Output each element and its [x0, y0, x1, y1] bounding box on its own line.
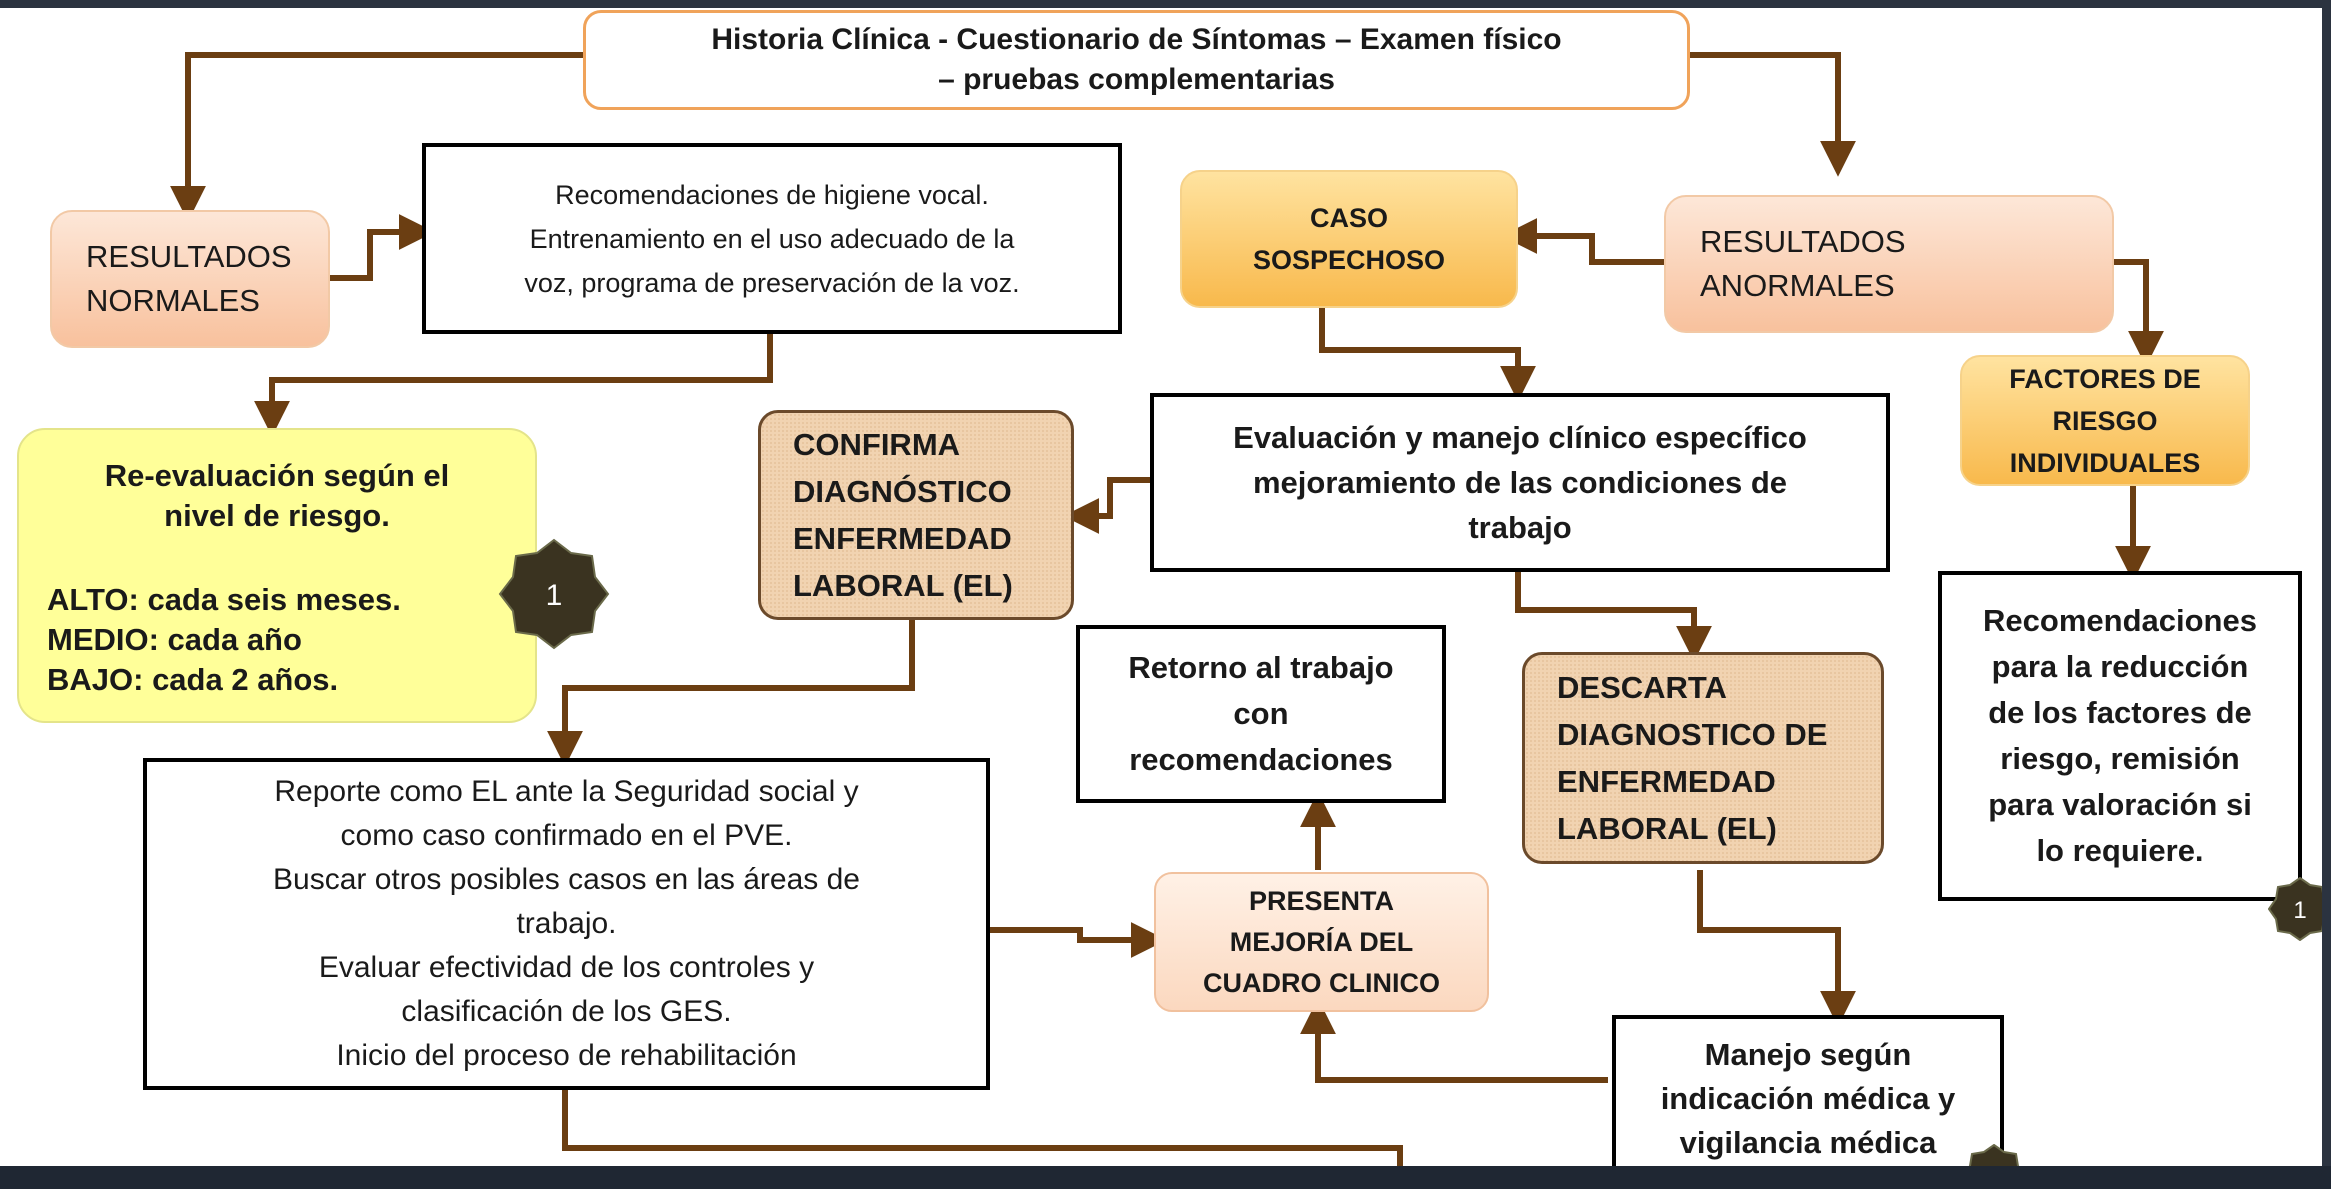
- top-frame-bar: [0, 0, 2331, 8]
- reevaluacion-bajo-text: BAJO: cada 2 años.: [47, 662, 339, 697]
- arrow-descarta-to-manejo: [1697, 870, 1856, 1027]
- factores-riesgo-box: FACTORES DE RIESGO INDIVIDUALES: [1960, 355, 2250, 486]
- arrow-normales-to-recomendaciones: [330, 214, 435, 281]
- recomendaciones-higiene-text: Recomendaciones de higiene vocal. Entren…: [524, 179, 1020, 298]
- arrow-anormales-to-sospechoso: [1501, 218, 1664, 265]
- resultados-anormales-text: RESULTADOS ANORMALES: [1700, 224, 1906, 303]
- reevaluacion-medio-text: MEDIO: cada año: [47, 622, 302, 657]
- bottom-frame-bar: [0, 1166, 2331, 1189]
- badge-number-2: 1: [2293, 897, 2306, 924]
- arrow-evaluacion-to-descarta: [1515, 572, 1712, 662]
- arrow-confirma-to-reporte: [547, 620, 915, 767]
- reporte-text: Reporte como EL ante la Seguridad social…: [273, 775, 860, 1072]
- arrow-title-to-normales: [170, 52, 583, 222]
- historia-clinica-title-text: Historia Clínica - Cuestionario de Sínto…: [711, 23, 1562, 96]
- recomendaciones-reduccion-text: Recomendaciones para la reducción de los…: [1983, 603, 2257, 868]
- resultados-normales-text: RESULTADOS NORMALES: [86, 239, 292, 318]
- factores-riesgo-text: FACTORES DE RIESGO INDIVIDUALES: [2009, 363, 2201, 478]
- evaluacion-manejo-text: Evaluación y manejo clínico específico m…: [1233, 420, 1807, 545]
- descarta-diagnostico-box: DESCARTA DIAGNOSTICO DE ENFERMEDAD LABOR…: [1522, 652, 1884, 864]
- recomendaciones-reduccion-box: Recomendaciones para la reducción de los…: [1938, 571, 2302, 901]
- confirma-diagnostico-text: CONFIRMA DIAGNÓSTICO ENFERMEDAD LABORAL …: [793, 427, 1013, 603]
- arrow-title-to-anormales: [1690, 52, 1856, 177]
- arrow-reporte-to-presenta: [990, 922, 1167, 958]
- reference-badge-reevaluacion: 1: [498, 538, 610, 650]
- retorno-trabajo-box: Retorno al trabajo con recomendaciones: [1076, 625, 1446, 803]
- caso-sospechoso-box: CASO SOSPECHOSO: [1180, 170, 1518, 308]
- arrow-recomendaciones-to-reevaluacion: [254, 334, 773, 437]
- reporte-box: Reporte como EL ante la Seguridad social…: [143, 758, 990, 1090]
- arrow-sospechoso-to-evaluacion: [1319, 308, 1536, 402]
- reevaluacion-title-text: Re-evaluación según el nivel de riesgo.: [104, 458, 450, 533]
- manejo-indicacion-box: Manejo según indicación médica y vigilan…: [1612, 1015, 2004, 1189]
- arrow-manejo-to-presenta: [1300, 998, 1608, 1083]
- retorno-trabajo-text: Retorno al trabajo con recomendaciones: [1128, 650, 1394, 777]
- arrow-anormales-to-factores: [2114, 259, 2164, 367]
- reevaluacion-alto-text: ALTO: cada seis meses.: [47, 582, 401, 617]
- confirma-diagnostico-box: CONFIRMA DIAGNÓSTICO ENFERMEDAD LABORAL …: [758, 410, 1074, 620]
- arrow-reporte-to-bottom: [562, 1090, 1403, 1166]
- recomendaciones-higiene-box: Recomendaciones de higiene vocal. Entren…: [422, 143, 1122, 334]
- arrow-evaluacion-to-confirma: [1063, 477, 1150, 534]
- resultados-normales-box: RESULTADOS NORMALES: [50, 210, 330, 348]
- resultados-anormales-box: RESULTADOS ANORMALES: [1664, 195, 2114, 333]
- reevaluacion-box: Re-evaluación según el nivel de riesgo. …: [17, 428, 537, 723]
- historia-clinica-title: Historia Clínica - Cuestionario de Sínto…: [583, 10, 1690, 110]
- right-frame-bar: [2322, 0, 2331, 1189]
- descarta-diagnostico-text: DESCARTA DIAGNOSTICO DE ENFERMEDAD LABOR…: [1557, 670, 1828, 846]
- badge-number-1: 1: [546, 579, 563, 612]
- evaluacion-manejo-box: Evaluación y manejo clínico específico m…: [1150, 393, 1890, 572]
- presenta-mejoria-text: PRESENTA MEJORÍA DEL CUADRO CLINICO: [1203, 885, 1440, 998]
- presenta-mejoria-box: PRESENTA MEJORÍA DEL CUADRO CLINICO: [1154, 872, 1489, 1012]
- caso-sospechoso-text: CASO SOSPECHOSO: [1252, 203, 1446, 275]
